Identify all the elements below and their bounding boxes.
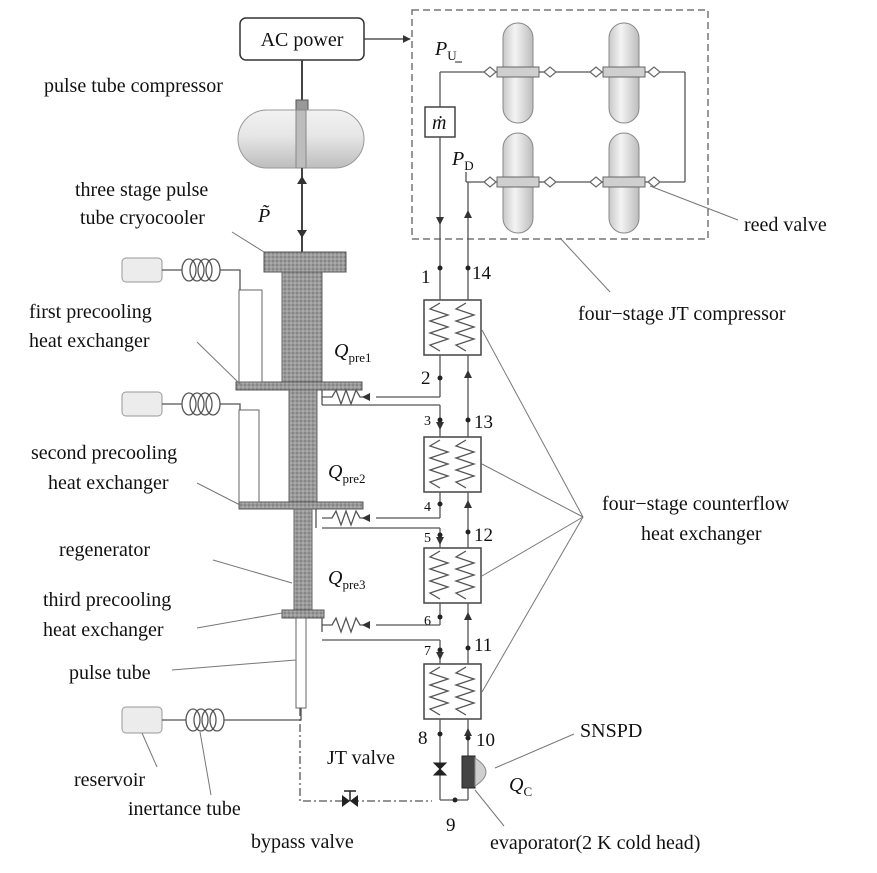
pulse-tube-2	[238, 409, 260, 503]
jt-valve	[432, 762, 448, 776]
reed-valve-label: reed valve	[744, 214, 827, 236]
bypass-valve	[342, 790, 358, 807]
evaporator	[461, 755, 476, 789]
state-point-13: 13	[474, 412, 493, 433]
second-precool-label-1: second precooling	[31, 442, 177, 464]
q-pre3-symbol: Qpre3	[328, 567, 366, 592]
pulse-tube-label: pulse tube	[69, 662, 151, 684]
regenerator-stage-2	[288, 389, 318, 503]
jt-compressor-box	[411, 9, 709, 240]
hx-zigzags	[427, 302, 477, 716]
second-precool-label-2: heat exchanger	[48, 472, 169, 494]
state-point-10: 10	[476, 730, 495, 751]
pulse-tube-3	[295, 617, 307, 709]
regenerator-label: regenerator	[59, 539, 150, 561]
state-point-4: 4	[424, 500, 431, 515]
inertance-tube-label: inertance tube	[128, 798, 241, 820]
jt-valve-label: JT valve	[327, 747, 395, 769]
reed-valves	[483, 66, 661, 188]
bypass-valve-label: bypass valve	[251, 831, 354, 853]
state-point-12: 12	[474, 525, 493, 546]
jt-compressor-piping	[439, 71, 686, 183]
jt-compressor-label: four−stage JT compressor	[578, 303, 786, 325]
state-point-14: 14	[472, 263, 492, 284]
warm-flange	[263, 251, 347, 273]
state-point-8: 8	[418, 728, 428, 749]
reservoir-label: reservoir	[74, 769, 145, 791]
third-precool-label-1: third precooling	[43, 589, 171, 611]
state-point-9: 9	[446, 815, 456, 836]
pressure-lower-symbol: PD	[451, 148, 474, 173]
state-point-3: 3	[424, 414, 431, 429]
jt-compressor-vessels	[496, 22, 646, 234]
mass-flow-symbol: ṁ	[432, 112, 446, 134]
counterflow-label-1: four−stage counterflow	[602, 493, 790, 515]
state-point-1: 1	[421, 267, 431, 288]
pulse-tube-1	[238, 289, 263, 383]
q-c-symbol: QC	[509, 774, 532, 799]
reservoir-group	[121, 257, 163, 734]
third-precool-flange	[281, 609, 325, 619]
snspd-device	[474, 757, 487, 787]
inertance-coils	[162, 258, 302, 732]
bypass-line	[299, 708, 432, 802]
pulse-tube-compressor-label: pulse tube compressor	[44, 75, 223, 97]
flow-arrows	[362, 210, 472, 736]
state-point-6: 6	[424, 614, 431, 629]
snspd-label: SNSPD	[580, 720, 642, 742]
q-pre2-symbol: Qpre2	[328, 461, 366, 486]
ac-power-label: AC power	[261, 29, 344, 51]
pressure-wave-symbol: P̃	[257, 204, 270, 227]
evaporator-label: evaporator(2 K cold head)	[490, 832, 700, 854]
q-pre1-symbol: Qpre1	[334, 340, 372, 365]
precool-coils	[315, 388, 364, 634]
pressure-upper-symbol: PU	[434, 38, 457, 63]
three-stage-label-1: three stage pulse	[75, 179, 208, 201]
state-point-7: 7	[424, 644, 431, 659]
third-precool-label-2: heat exchanger	[43, 619, 164, 641]
three-stage-label-2: tube cryocooler	[80, 207, 205, 229]
leader-lines	[141, 185, 739, 827]
first-precool-flange	[235, 381, 363, 391]
counterflow-hx-stack	[423, 299, 482, 720]
regenerator-stage-3	[293, 508, 313, 611]
first-precool-label-1: first precooling	[29, 301, 152, 323]
counterflow-label-2: heat exchanger	[641, 523, 762, 545]
regenerator-stage-1	[281, 271, 323, 385]
first-precool-label-2: heat exchanger	[29, 330, 150, 352]
state-point-dots	[437, 265, 471, 803]
state-point-11: 11	[474, 635, 492, 656]
state-point-2: 2	[421, 368, 431, 389]
second-precool-flange	[238, 501, 364, 510]
state-point-5: 5	[424, 531, 431, 546]
